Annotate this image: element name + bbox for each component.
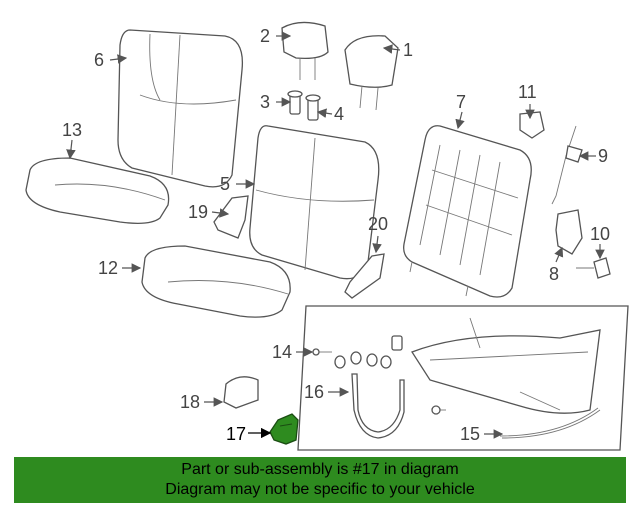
part-13-cushion-cover xyxy=(25,157,170,224)
part-2-headrest xyxy=(281,21,329,80)
part-3-guide xyxy=(287,90,303,115)
callout-16: 16 xyxy=(304,382,324,402)
part-18-clip xyxy=(223,376,259,409)
part-10-bolt xyxy=(576,257,611,279)
part-12-cushion xyxy=(141,245,291,318)
parts-diagram: 1 2 3 4 5 6 7 8 9 10 11 12 13 14 15 16 1… xyxy=(25,21,629,451)
part-19-trim xyxy=(213,195,249,239)
banner-line-2: Diagram may not be specific to your vehi… xyxy=(165,481,475,498)
callout-5: 5 xyxy=(220,174,230,194)
part-11-bracket xyxy=(519,111,545,139)
banner-line-1: Part or sub-assembly is #17 in diagram xyxy=(181,461,459,478)
callout-18: 18 xyxy=(180,392,200,412)
callout-3: 3 xyxy=(260,92,270,112)
callout-7: 7 xyxy=(456,92,466,112)
callout-1: 1 xyxy=(403,40,413,60)
callout-14: 14 xyxy=(272,342,292,362)
callout-15: 15 xyxy=(460,424,480,444)
callout-9: 9 xyxy=(598,146,608,166)
part-6-seatback-cover xyxy=(117,29,244,188)
callout-11: 11 xyxy=(518,82,537,102)
part-14-subassembly-box xyxy=(297,305,629,451)
info-banner: Part or sub-assembly is #17 in diagram D… xyxy=(14,457,626,503)
part-17-highlighted xyxy=(269,413,299,445)
part-16-u-bracket xyxy=(351,373,405,439)
part-4-guide xyxy=(305,94,321,121)
part-5-seatback xyxy=(249,125,380,280)
callout-20: 20 xyxy=(368,214,388,234)
callout-10: 10 xyxy=(590,224,610,244)
part-1-headrest xyxy=(344,35,399,111)
part-9-cable xyxy=(551,125,583,205)
callout-19: 19 xyxy=(188,202,208,222)
part-8-bracket xyxy=(555,209,583,255)
callout-8: 8 xyxy=(549,264,559,284)
callout-6: 6 xyxy=(94,50,104,70)
callout-2: 2 xyxy=(260,26,270,46)
callout-13: 13 xyxy=(62,120,82,140)
callout-12: 12 xyxy=(98,258,118,278)
leader-lines xyxy=(66,31,605,439)
callout-17: 17 xyxy=(226,424,246,444)
part-20-trim xyxy=(344,253,385,299)
part-15-cable xyxy=(499,407,601,439)
part-7-frame xyxy=(403,125,532,298)
callout-4: 4 xyxy=(334,104,344,124)
